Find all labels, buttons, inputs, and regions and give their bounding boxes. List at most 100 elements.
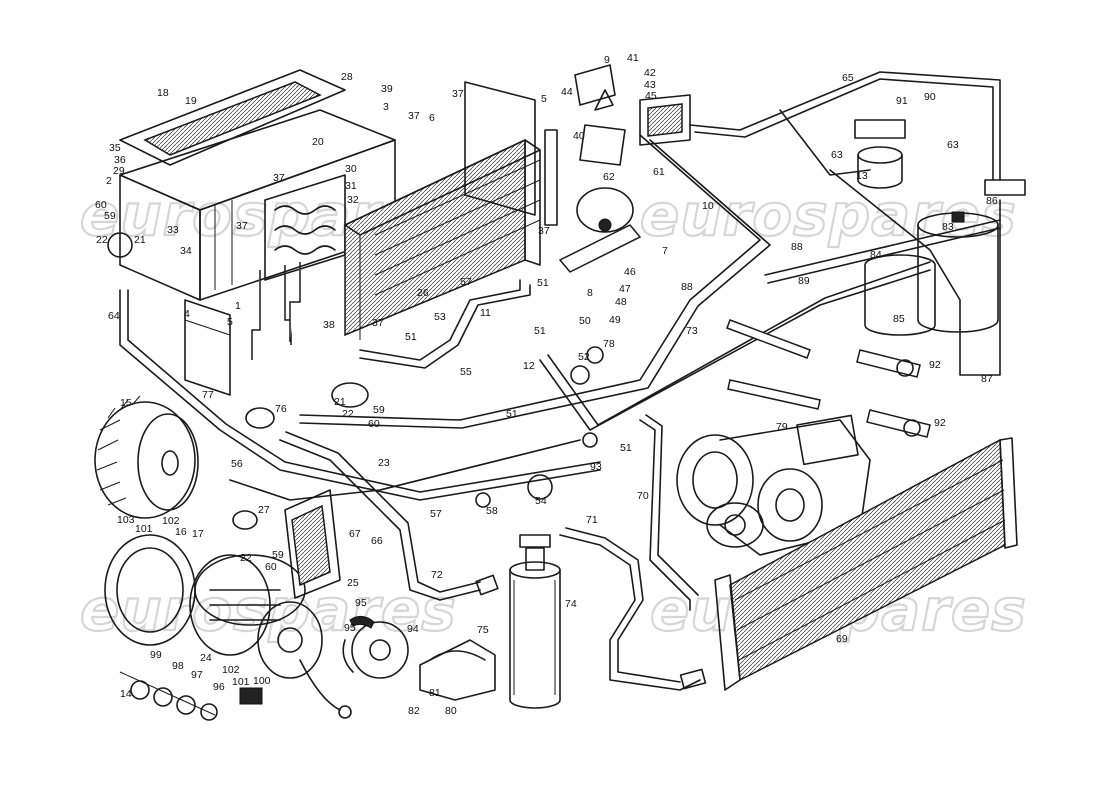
callout-20: 20: [312, 136, 324, 148]
callout-62: 62: [603, 171, 615, 183]
compressor: [676, 414, 871, 556]
callout-48: 48: [615, 296, 627, 308]
callout-80: 80: [445, 705, 457, 717]
callout-98: 98: [172, 660, 184, 672]
callout-51: 51: [405, 331, 417, 343]
callout-84: 84: [870, 249, 882, 261]
callout-12: 12: [523, 360, 535, 372]
callout-83: 83: [942, 221, 954, 233]
callout-21: 21: [334, 396, 346, 408]
callout-9: 9: [604, 54, 610, 66]
callout-66: 66: [371, 535, 383, 547]
callout-37: 37: [538, 225, 550, 237]
callout-82: 82: [408, 705, 420, 717]
drier-bracket: [419, 639, 496, 701]
callout-37: 37: [408, 110, 420, 122]
callout-33: 33: [167, 224, 179, 236]
callout-102: 102: [222, 664, 240, 676]
callout-87: 87: [981, 373, 993, 385]
callout-51: 51: [620, 442, 632, 454]
heater-box-assembly: [119, 69, 396, 396]
callout-59: 59: [104, 210, 116, 222]
callout-22: 22: [240, 552, 252, 564]
callout-71: 71: [586, 514, 598, 526]
blower-wheel: [94, 395, 199, 519]
callout-28: 28: [341, 71, 353, 83]
hoses: [279, 431, 707, 691]
callout-19: 19: [185, 95, 197, 107]
watermark-bottom: eurospares: [80, 576, 457, 644]
callout-70: 70: [637, 490, 649, 502]
callout-37: 37: [236, 220, 248, 232]
callout-89: 89: [798, 275, 810, 287]
callout-15: 15: [120, 397, 132, 409]
callout-17: 17: [192, 528, 204, 540]
callout-64: 64: [108, 310, 120, 322]
callout-41: 41: [627, 52, 639, 64]
callout-60: 60: [368, 418, 380, 430]
callout-77: 77: [202, 389, 214, 401]
callout-90: 90: [924, 91, 936, 103]
callout-67: 67: [349, 528, 361, 540]
callout-2: 2: [106, 175, 112, 187]
callout-60: 60: [265, 561, 277, 573]
clutch-disc: [342, 616, 409, 679]
callout-91: 91: [896, 95, 908, 107]
callout-79: 79: [776, 421, 788, 433]
callout-102: 102: [162, 515, 180, 527]
callout-37: 37: [452, 88, 464, 100]
callout-22: 22: [342, 408, 354, 420]
callout-92: 92: [929, 359, 941, 371]
callout-36: 36: [114, 154, 126, 166]
callout-23: 23: [378, 457, 390, 469]
callout-29: 29: [113, 165, 125, 177]
callout-94: 94: [407, 623, 419, 635]
callout-61: 61: [653, 166, 665, 178]
callout-3: 3: [383, 101, 389, 113]
callout-13: 13: [856, 170, 868, 182]
callout-38: 38: [323, 319, 335, 331]
callout-76: 76: [275, 403, 287, 415]
callout-52: 52: [578, 351, 590, 363]
callout-53: 53: [434, 311, 446, 323]
callout-60: 60: [95, 199, 107, 211]
callout-22: 22: [96, 234, 108, 246]
callout-51: 51: [506, 408, 518, 420]
callout-31: 31: [345, 180, 357, 192]
callout-46: 46: [624, 266, 636, 278]
callout-97: 97: [191, 669, 203, 681]
expansion-valve-assembly: [558, 64, 691, 273]
callout-69: 69: [836, 633, 848, 645]
callout-34: 34: [180, 245, 192, 257]
callout-72: 72: [431, 569, 443, 581]
callout-6: 6: [429, 112, 435, 124]
callout-95: 95: [344, 622, 356, 634]
callout-43: 43: [644, 79, 656, 91]
callout-26: 26: [417, 287, 429, 299]
callout-11: 11: [480, 307, 491, 319]
callout-54: 54: [535, 495, 547, 507]
callout-78: 78: [603, 338, 615, 350]
service-valves: [856, 349, 931, 438]
callout-21: 21: [134, 234, 146, 246]
callout-99: 99: [150, 649, 162, 661]
callout-1: 1: [235, 300, 241, 312]
callout-63: 63: [831, 149, 843, 161]
callout-101: 101: [232, 676, 250, 688]
callout-49: 49: [609, 314, 621, 326]
callout-86: 86: [986, 195, 998, 207]
air-duct: [284, 489, 341, 599]
callout-96: 96: [213, 681, 225, 693]
callout-44: 44: [561, 86, 573, 98]
callout-57: 57: [460, 276, 472, 288]
callout-55: 55: [460, 366, 472, 378]
callout-5: 5: [227, 316, 233, 328]
callout-25: 25: [347, 577, 359, 589]
callout-45: 45: [645, 90, 657, 102]
callout-103: 103: [117, 514, 135, 526]
callout-88: 88: [791, 241, 803, 253]
callout-81: 81: [429, 687, 441, 699]
callout-75: 75: [477, 624, 489, 636]
receiver-drier: [854, 119, 1026, 336]
